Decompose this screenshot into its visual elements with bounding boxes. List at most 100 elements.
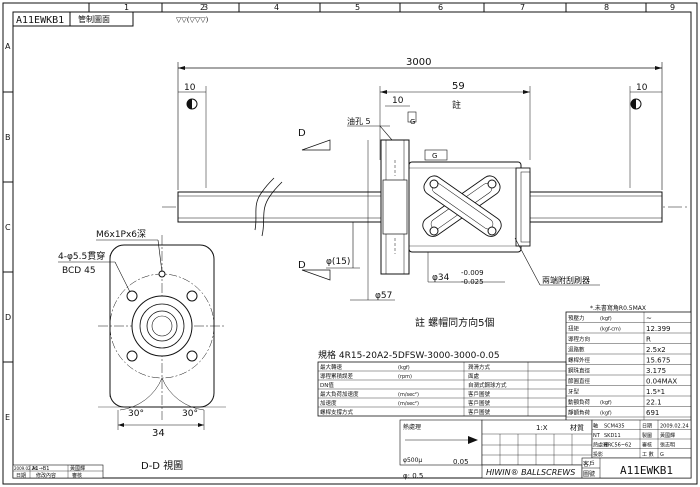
mid-unit: (m/sec²) (398, 401, 419, 407)
mid-label: 螺桿支撐方式 (320, 408, 354, 416)
mat-val-2: G (660, 452, 664, 458)
tap-hole-note: M6x1Px6深 (96, 229, 146, 240)
mat-val: SCM435 (604, 424, 625, 430)
thread-note: 註 螺帽同方向5個 (415, 316, 495, 329)
spec-label: 節圓直徑 (568, 377, 591, 385)
mat-val: SKD11 (604, 433, 621, 439)
customer-label: 客戶 (583, 460, 595, 468)
mat-key: 投影 (593, 451, 603, 458)
col-1: 1 (124, 3, 129, 12)
nut-dia-callout: φ34 -0.009 -0.025 (427, 252, 505, 286)
header-block: A11EWKB1 管制圖面 ▽▽(▽▽▽) (12, 11, 209, 27)
oil-hole-callout: 油孔 5 (347, 116, 393, 141)
dim-left-10: 10 (184, 83, 196, 93)
mat-val-2: 2009.02.24 (660, 424, 689, 430)
mat-val-2: 張志明 (660, 442, 675, 449)
spec-value: 0.04MAX (646, 378, 677, 386)
dim-phi15: φ(15) (326, 257, 350, 267)
spec-label: 導程方向 (568, 335, 590, 343)
drawing-number-top: A11EWKB1 (16, 15, 64, 26)
spec-unit: (kgf) (600, 411, 612, 417)
rev-date: 2009.02.24 (14, 466, 37, 471)
tol-label2: φ: 0.5 (403, 472, 423, 480)
spec-value: 3.175 (646, 367, 666, 375)
right-end-dim: 10 (629, 83, 662, 188)
mat-val: HRC56~62 (604, 443, 631, 449)
mid-label-2: 客戶圖號 (468, 390, 491, 398)
section-mark-top: D (298, 128, 331, 151)
spec-label: 扭矩 (568, 325, 580, 333)
dim-phi34: φ34 (432, 273, 450, 283)
tolerance-block: 熱處理 φ500μ 0.05 φ: 0.5 (399, 419, 483, 480)
material-label: 材質 (570, 423, 584, 432)
mat-val-2: 黃國輝 (660, 432, 675, 439)
spec-value: 691 (646, 409, 659, 417)
tol-upper: -0.009 (461, 269, 484, 277)
holes-note: 4-φ5.5貫穿 (58, 250, 105, 262)
spec-value: 2.5x2 (646, 346, 666, 354)
spec-value: 15.675 (646, 357, 671, 365)
mid-label: 導程累積誤差 (320, 372, 354, 380)
spec-label: 預壓力 (568, 314, 585, 322)
col-7: 7 (520, 3, 525, 12)
spec-unit: (kgf) (600, 400, 612, 406)
column-ruler: 1 2 3 4 5 6 7 8 9 (13, 3, 691, 13)
rev-h-content: 修改內容 (36, 472, 56, 479)
nut-body: G (408, 149, 531, 253)
spec-unit: (kgf-cm) (600, 327, 621, 333)
row-e: E (5, 413, 10, 422)
finish-symbol: ▽▽(▽▽▽) (176, 16, 209, 24)
rev-h-date: 日期 (16, 473, 26, 479)
dim-right-10: 10 (636, 83, 648, 93)
mat-key: 軸 (593, 423, 598, 430)
dim-phi57: φ57 (375, 291, 392, 301)
tol-title: 熱處理 (403, 423, 421, 431)
row-c: C (5, 223, 11, 232)
top-note: *.未書寫角R0.5MAX (590, 304, 646, 312)
dim-59: 59 (452, 81, 465, 92)
mat-key: NT (593, 433, 601, 439)
spec-label: 靜額負荷 (568, 409, 591, 417)
end-view-title: D-D 視圖 (141, 459, 183, 472)
overall-dimension: 3000 (177, 57, 663, 190)
nut-flange (380, 139, 410, 275)
wiper-callout: 兩端附刮刷器 (514, 237, 600, 286)
spec-value: 1.5*1 (646, 388, 665, 396)
bcd-note: BCD 45 (62, 266, 96, 276)
col-5: 5 (355, 3, 360, 12)
dim-3000: 3000 (406, 57, 431, 68)
revision-block: 2009.02.24 A1→B1 黃國輝 日期 修改內容 審核 (12, 464, 104, 479)
mid-label-2: 自潤式鋼球方式 (468, 381, 507, 389)
mat-key-2: 日期 (642, 424, 652, 430)
scale-text: 1:X (536, 424, 548, 432)
mid-unit: (rpm) (398, 374, 412, 380)
spec-value: ~ (646, 315, 652, 323)
mid-unit: (m/sec²) (398, 392, 419, 398)
mat-key-2: 審核 (642, 442, 652, 449)
section-mark-bottom: D (298, 260, 331, 281)
tol-label: φ500μ (403, 457, 422, 464)
middle-spec-table: 最大轉速(kgf)潤滑方式導程累積誤差(rpm)面處DN值自潤式鋼球方式最大負荷… (317, 361, 567, 417)
mid-label-2: 客戶圖號 (468, 399, 491, 407)
col-2: 2 (200, 3, 205, 12)
spec-label: 動額負荷 (568, 398, 591, 406)
col-9: 9 (670, 3, 675, 12)
row-d: D (5, 313, 11, 322)
mid-label: 最大轉速 (320, 363, 343, 371)
spec-label: 螺桿外徑 (568, 356, 591, 364)
mat-key-2: 製圖 (642, 432, 652, 439)
note-mark: 註 (452, 99, 461, 111)
angle-right: 30° (182, 409, 198, 419)
spec-label: 迴路數 (568, 346, 585, 354)
mid-label: 最大負荷加速度 (320, 390, 359, 398)
mat-key-2: 工 數 (642, 451, 654, 458)
dim-34: 34 (152, 428, 165, 439)
geo-g-nut: G (432, 152, 437, 160)
row-b: B (5, 133, 11, 142)
brand-logo: HIWIN® BALLSCREWS (486, 468, 575, 477)
mid-unit: (kgf) (398, 365, 410, 371)
heat-grid: 1:X 材質 (481, 419, 593, 466)
col-3: 3 (203, 3, 208, 12)
mid-label-2: 客戶圖號 (468, 408, 491, 416)
